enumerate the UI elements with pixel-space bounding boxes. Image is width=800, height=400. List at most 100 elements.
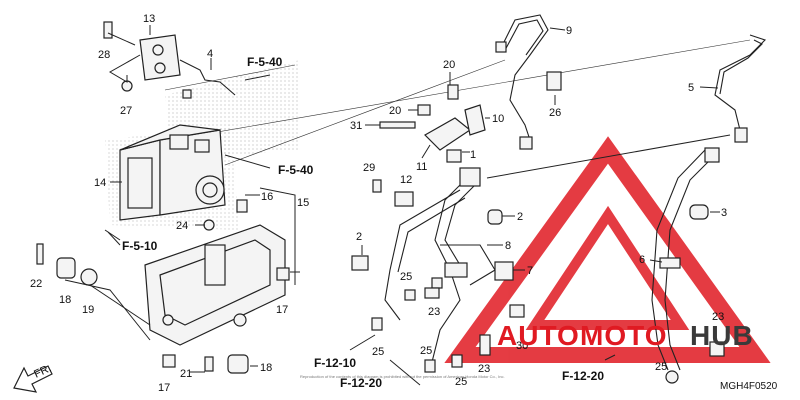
ref-f1220-left: F-12-20 xyxy=(340,376,382,390)
leader-line xyxy=(104,229,121,241)
hose-joint-center xyxy=(459,167,481,187)
ref-arrow xyxy=(604,354,616,361)
callout-24: 24 xyxy=(176,220,188,232)
leader-line xyxy=(259,187,296,285)
modulator-bracket xyxy=(144,224,286,346)
leader-line xyxy=(549,27,566,31)
callout-13: 13 xyxy=(143,13,155,25)
brake-hose-center-b-outer xyxy=(397,197,466,273)
brake-hose-center-c xyxy=(440,244,496,286)
brake-pipe-5 xyxy=(714,34,767,131)
reference-labels: F-5-40 F-5-40 F-5-10 F-12-10 F-12-20 F-1… xyxy=(122,55,604,390)
leader-line xyxy=(89,284,151,326)
ref-arrow xyxy=(244,74,271,81)
callout-27: 27 xyxy=(120,105,132,117)
callout-29: 29 xyxy=(363,162,375,174)
callout-17-lower: 17 xyxy=(158,382,170,394)
callout-15: 15 xyxy=(297,197,309,209)
clamp-6 xyxy=(659,257,681,269)
copyright-text: Reproduction of the contents of this dia… xyxy=(300,374,505,379)
leader-line xyxy=(699,86,719,89)
callout-16: 16 xyxy=(261,191,273,203)
callout-25-a: 25 xyxy=(400,271,412,283)
leader-line xyxy=(421,144,431,159)
clamp-3 xyxy=(689,204,709,220)
leader-line xyxy=(164,64,296,91)
nut-17-right xyxy=(276,267,290,281)
callout-11: 11 xyxy=(416,161,427,173)
watermark-triangle xyxy=(444,136,771,363)
direction-arrow-icon xyxy=(13,365,53,393)
bolt-29 xyxy=(372,179,382,193)
washer-24 xyxy=(203,219,215,231)
callout-28: 28 xyxy=(98,49,110,61)
watermark-text: AUTO MOTO HUB xyxy=(497,320,754,351)
callout-10: 10 xyxy=(492,113,504,125)
clip-1 xyxy=(446,149,462,163)
bolt-30 xyxy=(509,304,525,318)
watermark-moto: MOTO xyxy=(580,320,667,351)
brake-hose-center-a-outer xyxy=(444,179,481,266)
callout-25-d: 25 xyxy=(455,376,467,388)
leader-line xyxy=(649,259,663,263)
callout-23-center: 23 xyxy=(478,363,490,375)
callout-3: 3 xyxy=(721,207,727,219)
callout-21: 21 xyxy=(180,368,192,380)
callout-22: 22 xyxy=(30,278,42,290)
washer-25c xyxy=(431,277,443,289)
callout-1: 1 xyxy=(470,149,476,161)
callout-labels: 1 2 2 3 4 5 6 7 8 9 10 11 12 13 14 15 16… xyxy=(30,13,727,394)
callout-30: 30 xyxy=(516,340,528,352)
brake-hose-center-b xyxy=(384,189,461,321)
brake-pipe-9 xyxy=(499,14,549,141)
nut-17-lower xyxy=(162,354,176,368)
watermark-hub: HUB xyxy=(690,320,754,351)
ref-f540-mid: F-5-40 xyxy=(278,163,314,177)
bolt-22 xyxy=(36,243,44,265)
ref-f1210: F-12-10 xyxy=(314,356,356,370)
bolt-23-center xyxy=(479,334,491,356)
abs-modulator xyxy=(119,124,226,221)
bracket-7 xyxy=(494,261,514,281)
washer-25a xyxy=(371,317,383,331)
callout-5: 5 xyxy=(688,82,694,94)
callout-2-right: 2 xyxy=(517,211,523,223)
ref-f540-top: F-5-40 xyxy=(247,55,283,69)
ref-arrow xyxy=(349,334,376,351)
callout-31: 31 xyxy=(350,120,362,132)
leader-line xyxy=(64,279,151,341)
sub-bracket xyxy=(139,34,181,81)
washer-25d xyxy=(424,359,436,373)
brake-hose-right-outer xyxy=(651,149,706,371)
ref-f1220-right: F-12-20 xyxy=(562,369,604,383)
clamp-2-right xyxy=(487,209,503,225)
callout-14: 14 xyxy=(94,177,106,189)
bolt-21 xyxy=(204,356,214,372)
callout-17-right: 17 xyxy=(276,304,288,316)
leader-line xyxy=(486,134,731,179)
grommet-18-lower xyxy=(227,354,249,374)
hose-joint-right xyxy=(704,147,720,163)
callout-18-lower: 18 xyxy=(260,362,272,374)
bolt-28 xyxy=(103,21,113,39)
callout-7: 7 xyxy=(527,265,533,277)
callout-25-b: 25 xyxy=(372,346,384,358)
bolt-23-left xyxy=(424,287,440,299)
callout-23-left: 23 xyxy=(428,306,440,318)
callout-8: 8 xyxy=(505,240,511,252)
callout-20-top: 20 xyxy=(443,59,455,71)
grommet-18 xyxy=(56,257,76,279)
ref-arrow xyxy=(224,154,271,169)
callout-25-c: 25 xyxy=(420,345,432,357)
bolt-20-top xyxy=(447,84,459,100)
callout-25-e: 25 xyxy=(655,361,667,373)
callout-19: 19 xyxy=(82,304,94,316)
washer-25e xyxy=(451,354,463,368)
clamp-2-left xyxy=(351,255,369,271)
callout-26: 26 xyxy=(549,107,561,119)
hose-clamp-12 xyxy=(394,191,414,207)
clip-10 xyxy=(464,104,486,136)
bracket-11 xyxy=(424,117,472,151)
